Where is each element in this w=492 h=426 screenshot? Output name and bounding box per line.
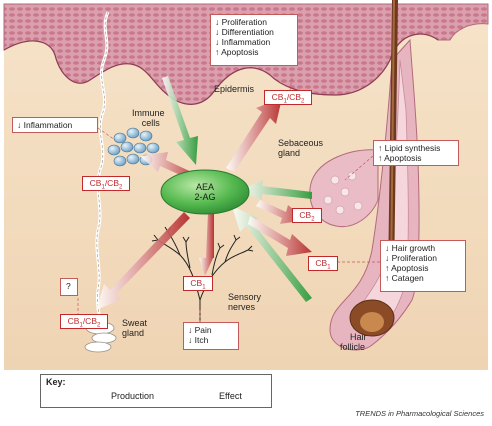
- effect-box-immune: ↓ Inflammation: [12, 117, 98, 133]
- center-label-2ag: 2-AG: [194, 192, 216, 202]
- key-effect-label: Effect: [219, 391, 242, 401]
- effect-box-hair: ↓ Hair growth ↓ Proliferation ↑ Apoptosi…: [380, 240, 466, 292]
- receptor-box-epidermis: CB1/CB2: [264, 90, 312, 105]
- center-label: AEA 2-AG: [185, 182, 225, 202]
- key-box: [40, 374, 272, 408]
- effect-arrow-epidermis: [226, 98, 282, 172]
- receptor-box-hair: CB1: [308, 256, 338, 271]
- effect-arrow-nerve: [199, 212, 214, 276]
- source-credit: TRENDS in Pharmacological Sciences: [355, 409, 484, 418]
- label-epidermis: Epidermis: [214, 84, 255, 94]
- key-title: Key:: [46, 377, 66, 387]
- aea-2ag-node: [160, 169, 250, 215]
- receptor-box-nerve: CB1: [183, 276, 213, 291]
- effect-box-nerve: ↓ Pain ↓ Itch: [183, 322, 239, 350]
- production-arrow-hair: [232, 206, 312, 302]
- effect-box-sweat: ?: [60, 278, 78, 296]
- effect-arrow-sweat: [96, 212, 190, 310]
- receptor-box-sweat: CB1/CB2: [60, 314, 108, 329]
- effect-box-sebaceous: ↑ Lipid synthesis ↑ Apoptosis: [373, 140, 459, 166]
- center-label-aea: AEA: [195, 182, 214, 192]
- sebaceous-gland: [309, 149, 379, 228]
- connector-lines: [77, 77, 380, 322]
- production-arrow-sebaceous: [240, 180, 312, 200]
- production-arrows: [162, 76, 312, 302]
- key-production-label: Production: [111, 391, 155, 401]
- effect-box-epidermis: ↓ Proliferation ↓ Differentiation ↓ Infl…: [210, 14, 298, 66]
- effect-arrow-hair: [248, 216, 312, 256]
- receptor-box-immune: CB1/CB2: [82, 176, 130, 191]
- production-arrow-epidermis: [162, 76, 198, 165]
- receptor-box-sebaceous: CB2: [292, 208, 322, 223]
